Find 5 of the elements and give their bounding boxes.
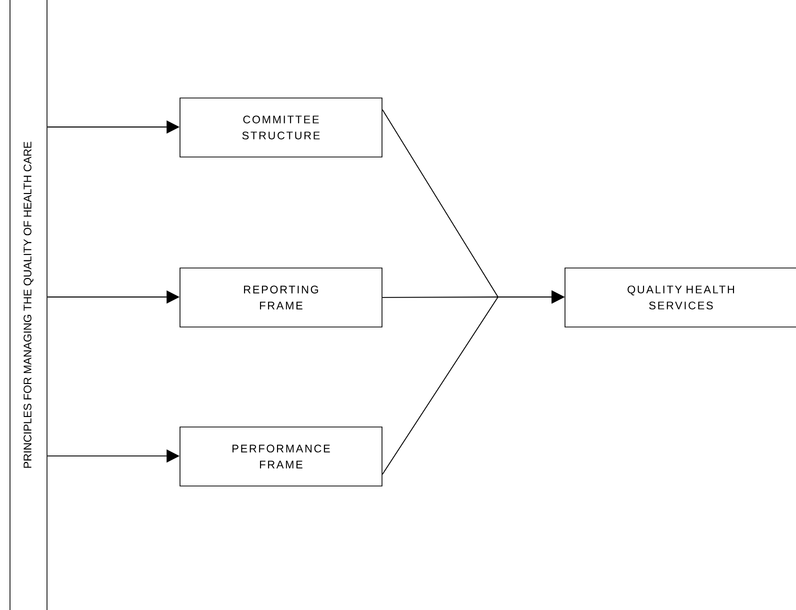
process-box: PERFORMANCE FRAME	[180, 426, 382, 486]
process-box: COMMITTEE STRUCTURE	[180, 98, 382, 158]
vertical-bar: PRINCIPLES FOR MANAGING THE QUALITY OF HEALTH CARE	[10, 0, 48, 610]
outcome-box: QUALITY HEALTH SERVICES	[564, 268, 796, 328]
process-box: REPORTING FRAME	[180, 268, 382, 328]
